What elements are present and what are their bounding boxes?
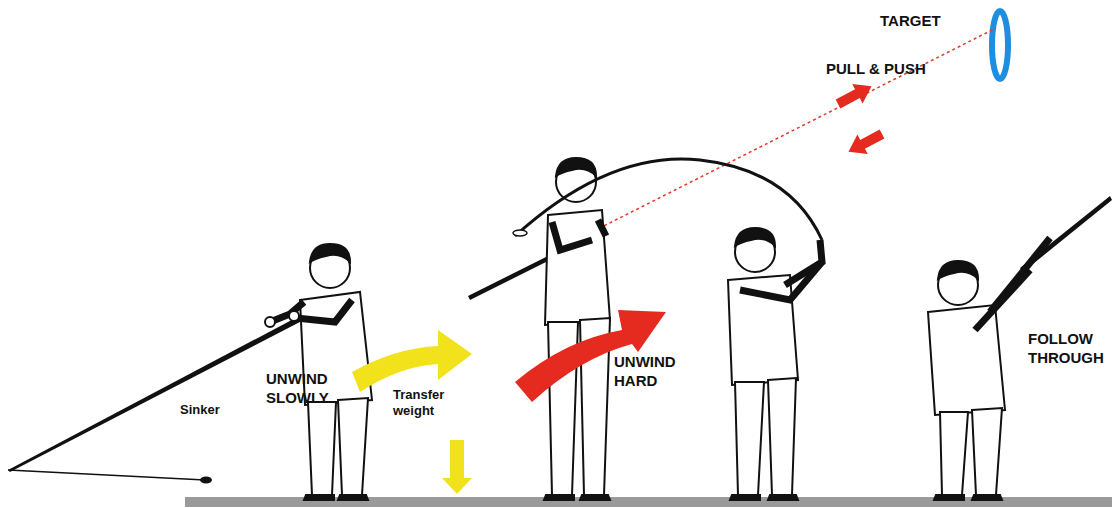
label-text: PULL & PUSH (826, 60, 956, 79)
label-text: UNWIND SLOWLY (266, 370, 342, 408)
sinker-symbol (200, 477, 212, 484)
target-ring (992, 11, 1008, 79)
caster-figure (928, 238, 1050, 500)
weight-arrow (442, 440, 472, 494)
sinker-symbol (513, 230, 527, 236)
unwind-arrow (352, 330, 472, 392)
label-text: Sinker (180, 402, 240, 418)
pull-arrow (833, 76, 877, 113)
label-text: FOLLOW THROUGH (1028, 330, 1112, 368)
push-arrow (843, 124, 887, 161)
label-text: Transfer weight (393, 387, 455, 420)
aim-line (572, 28, 996, 242)
bent-rod (515, 159, 822, 240)
label-text: UNWIND HARD (614, 353, 690, 391)
fishing-line (8, 470, 205, 480)
caster-figure (728, 228, 822, 500)
caster-figure (544, 158, 610, 500)
label-text: TARGET (880, 12, 980, 31)
fishing-rod (8, 305, 323, 472)
